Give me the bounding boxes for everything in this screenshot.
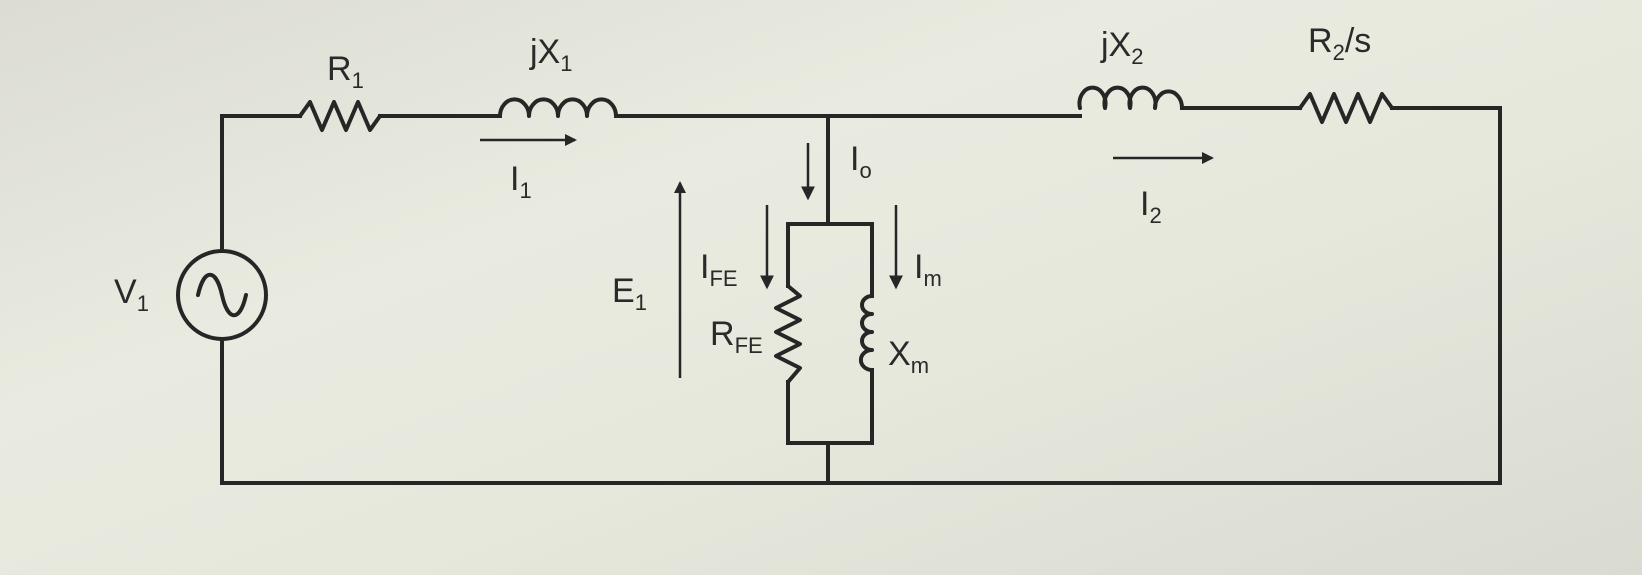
label-v1: V1 [114, 273, 149, 316]
label-im: Im [914, 248, 942, 291]
label-i1: I1 [510, 160, 532, 203]
resistor-rfe [774, 284, 802, 384]
shunt-box-top [786, 222, 874, 298]
label-rfe: RFE [710, 315, 763, 358]
label-i2: I2 [1140, 185, 1162, 228]
label-ife: IFE [700, 248, 738, 291]
label-e1: E1 [612, 272, 647, 315]
label-xm: Xm [888, 335, 929, 378]
label-io: Io [850, 140, 872, 183]
left-wire [220, 114, 302, 253]
resistor-r1 [298, 100, 382, 132]
inductor-jx2 [1077, 85, 1184, 110]
wires [220, 106, 1502, 485]
resistor-r2s [1298, 92, 1394, 124]
label-jx2: jX2 [1100, 26, 1143, 69]
right-wire [220, 106, 1502, 485]
label-r1: R1 [327, 50, 364, 93]
label-jx1: jX1 [529, 33, 572, 76]
ac-source-icon [176, 249, 268, 341]
inductor-xm [858, 294, 874, 372]
shunt-box-bottom [786, 368, 874, 445]
inductor-jx1 [498, 97, 618, 118]
label-r2s: R2/s [1308, 22, 1371, 65]
